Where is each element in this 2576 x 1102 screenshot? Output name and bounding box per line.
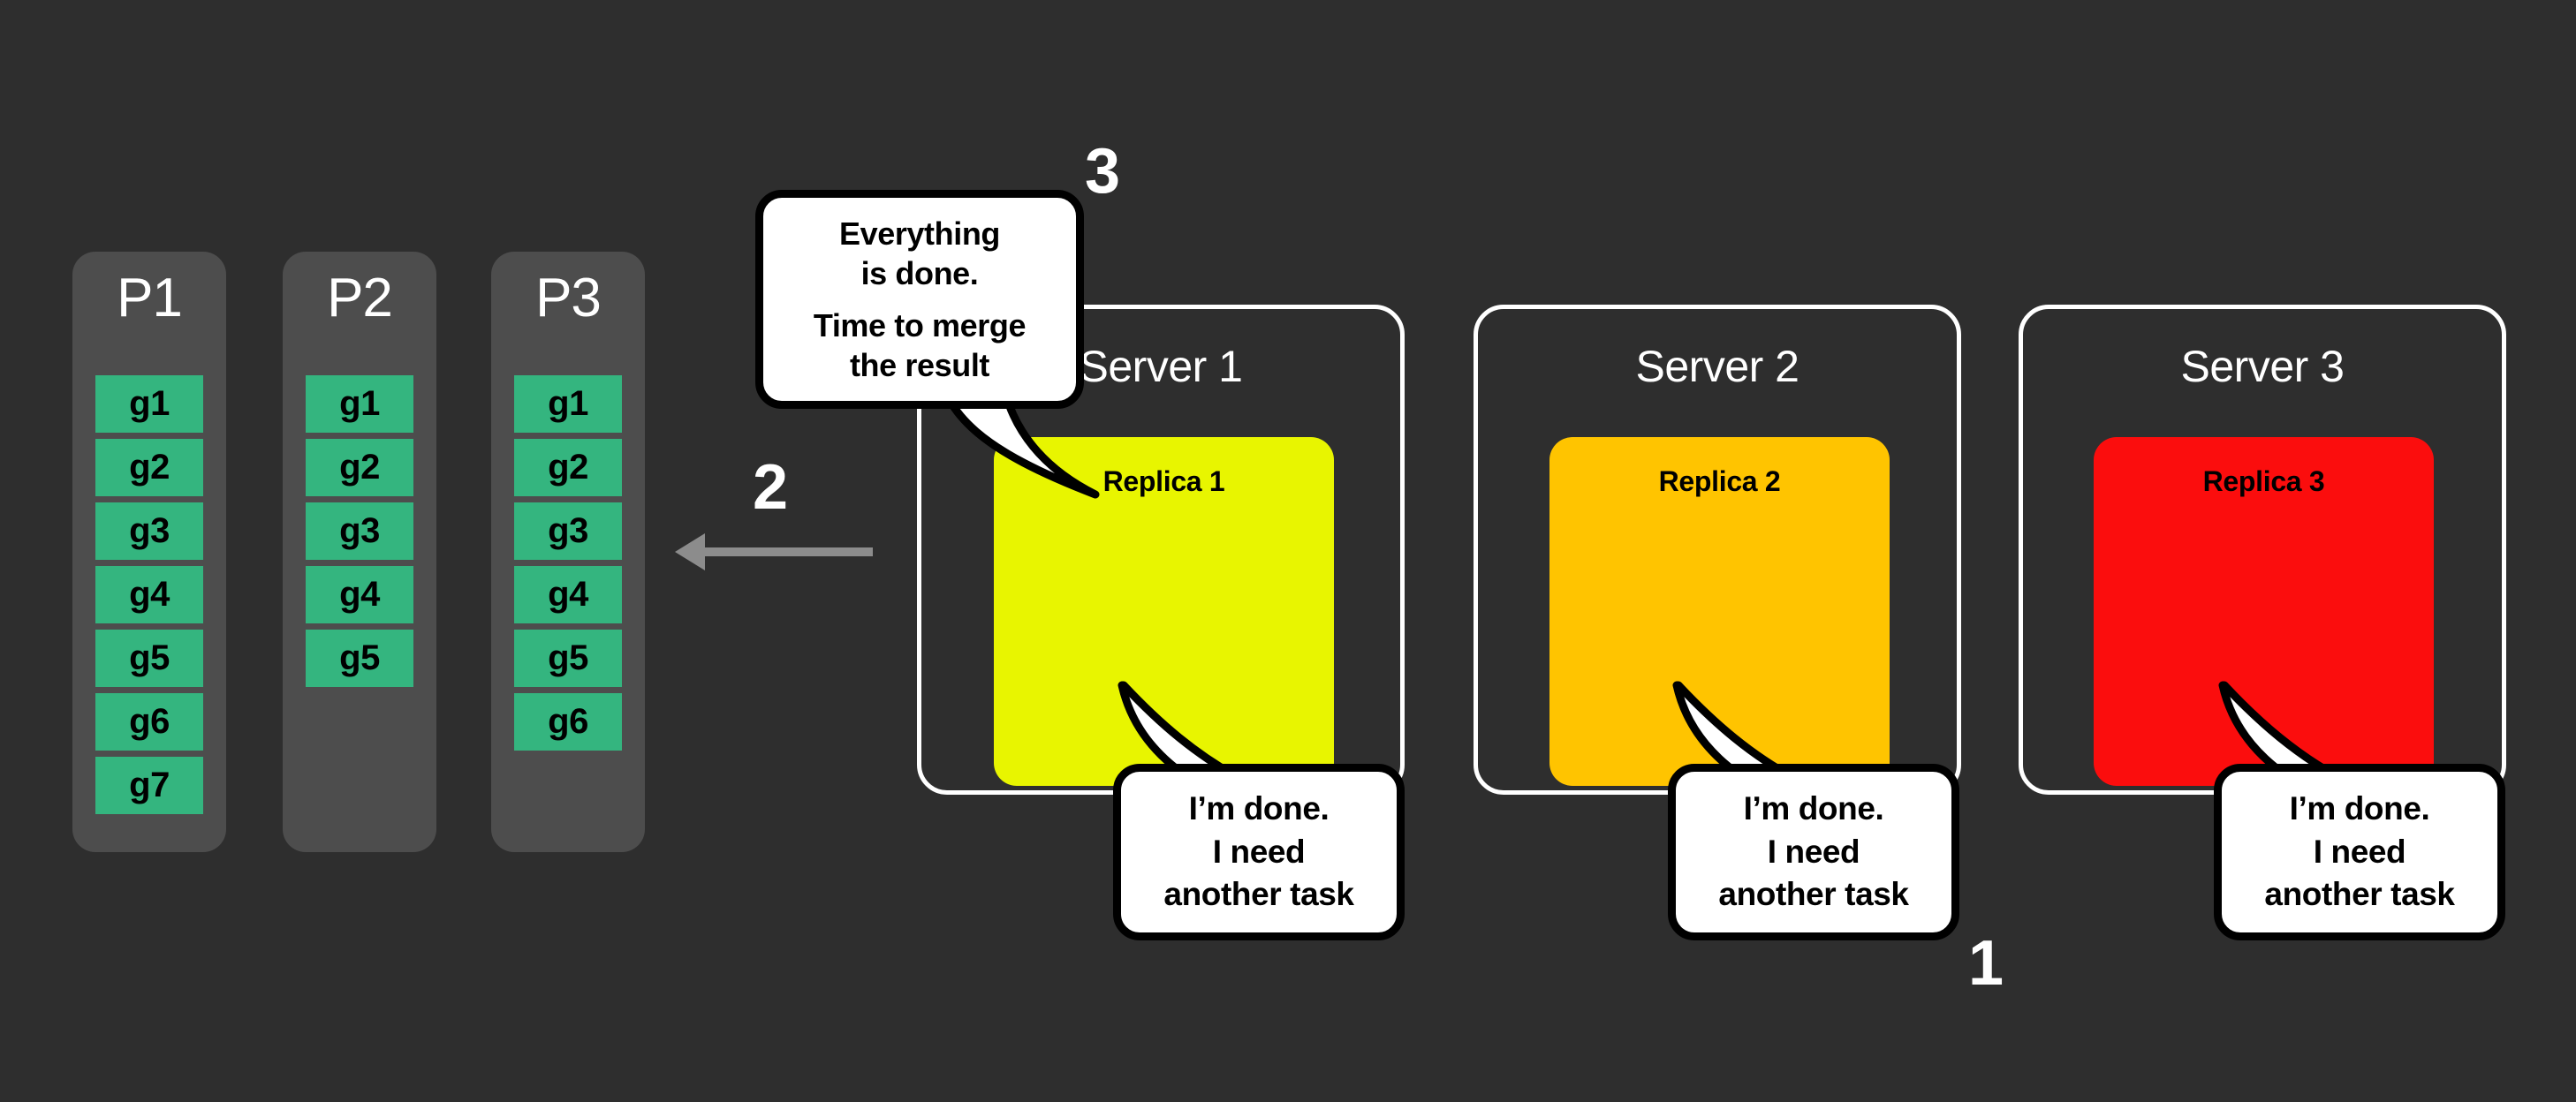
- task-block: g7: [95, 757, 203, 814]
- task-block: g2: [514, 439, 622, 496]
- task-block: g2: [95, 439, 203, 496]
- bubble-line: Time to merge: [813, 306, 1027, 343]
- task-block: g4: [306, 566, 413, 623]
- task-block: g4: [95, 566, 203, 623]
- task-block: g5: [95, 630, 203, 687]
- task-list: g1 g2 g3 g4 g5 g6 g7: [95, 375, 203, 820]
- replica-box-3: Replica 3: [2094, 437, 2434, 786]
- task-block: g6: [95, 693, 203, 751]
- partition-column-p2: P2 g1 g2 g3 g4 g5: [283, 252, 436, 852]
- task-block: g1: [306, 375, 413, 433]
- replica-label: Replica 3: [2202, 465, 2325, 497]
- replica-label: Replica 2: [1658, 465, 1781, 497]
- step-number-3: 3: [1085, 136, 1120, 207]
- step-number-1: 1: [1968, 928, 2004, 999]
- partition-title: P3: [535, 268, 602, 328]
- task-block: g2: [306, 439, 413, 496]
- bubble-line: is done.: [860, 255, 979, 292]
- task-block: g3: [306, 502, 413, 560]
- done-speech-bubble-1: I’m done. I need another task: [1113, 764, 1405, 940]
- bubble-line: I need: [1767, 833, 1860, 870]
- bubble-line: I’m done.: [1188, 789, 1330, 826]
- bubble-line: I’m done.: [1743, 789, 1884, 826]
- done-speech-bubble-3: I’m done. I need another task: [2214, 764, 2505, 940]
- server-title: Server 1: [1079, 342, 1243, 391]
- replica-label: Replica 1: [1102, 465, 1225, 497]
- replica-box-2: Replica 2: [1549, 437, 1890, 786]
- task-block: g3: [95, 502, 203, 560]
- bubble-line: I need: [2313, 833, 2406, 870]
- merge-arrow-icon: [675, 533, 873, 570]
- bubble-line: I need: [1212, 833, 1306, 870]
- partition-title: P2: [327, 268, 393, 328]
- bubble-line: another task: [2264, 876, 2455, 913]
- done-speech-bubble-2: I’m done. I need another task: [1668, 764, 1959, 940]
- bubble-line: another task: [1163, 876, 1354, 913]
- task-block: g1: [514, 375, 622, 433]
- bubble-line: another task: [1718, 876, 1909, 913]
- replica-box-1: Replica 1: [994, 437, 1334, 786]
- partition-title: P1: [117, 268, 183, 328]
- task-block: g5: [514, 630, 622, 687]
- task-block: g3: [514, 502, 622, 560]
- task-block: g4: [514, 566, 622, 623]
- bubble-line: Everything: [838, 215, 1001, 252]
- bubble-line: I’m done.: [2289, 789, 2430, 826]
- bubble-line: the result: [849, 346, 990, 383]
- server-title: Server 3: [2180, 342, 2345, 391]
- step-number-2: 2: [753, 452, 788, 523]
- merge-speech-bubble: Everything is done. Time to merge the re…: [755, 190, 1084, 409]
- task-list: g1 g2 g3 g4 g5 g6: [514, 375, 622, 757]
- task-block: g1: [95, 375, 203, 433]
- server-title: Server 2: [1635, 342, 1799, 391]
- task-list: g1 g2 g3 g4 g5: [306, 375, 413, 693]
- partition-column-p3: P3 g1 g2 g3 g4 g5 g6: [491, 252, 645, 852]
- partition-column-p1: P1 g1 g2 g3 g4 g5 g6 g7: [72, 252, 226, 852]
- task-block: g6: [514, 693, 622, 751]
- task-block: g5: [306, 630, 413, 687]
